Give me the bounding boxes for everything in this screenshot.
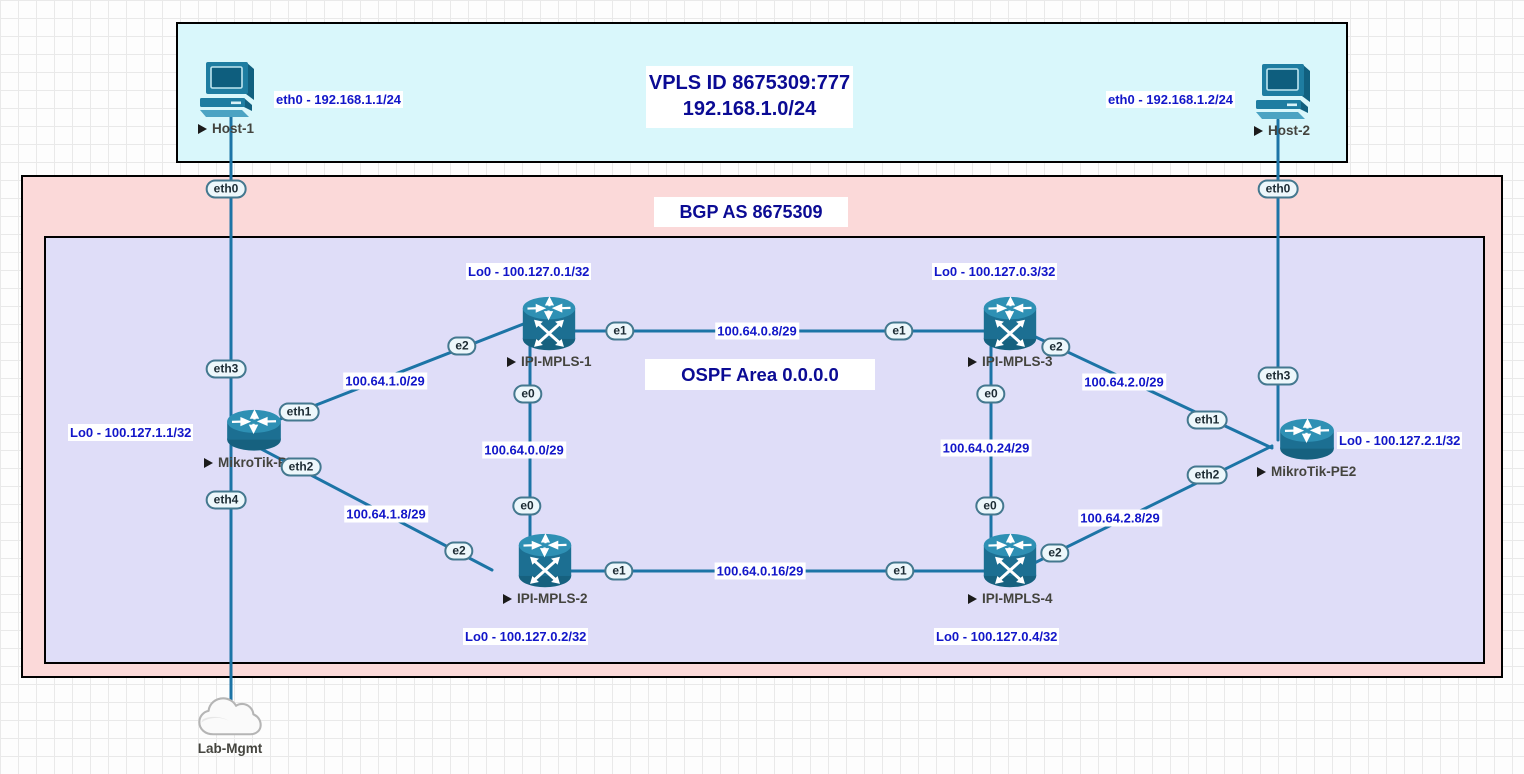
pill-pe2-eth2[interactable]: eth2	[1186, 465, 1228, 485]
label-switch-router-icon	[980, 295, 1040, 353]
node-marker-icon	[968, 356, 977, 367]
pill-mpls3-e0[interactable]: e0	[976, 384, 1006, 404]
node-host-1[interactable]: Host-1	[194, 60, 258, 136]
pill-mpls4-e0[interactable]: e0	[975, 496, 1005, 516]
pill-pe1-eth4[interactable]: eth4	[205, 490, 247, 510]
pill-pe2-eth3[interactable]: eth3	[1257, 366, 1299, 386]
node-marker-icon	[968, 593, 977, 604]
subnet-label-mpls4-pe2: 100.64.2.8/29	[1078, 509, 1162, 527]
bgp-as-title: BGP AS 8675309	[654, 197, 848, 227]
subnet-label-mpls1-mpls2: 100.64.0.0/29	[482, 441, 566, 459]
node-lab-mgmt-cloud[interactable]: Lab-Mgmt	[196, 694, 264, 756]
node-marker-icon	[204, 457, 213, 468]
pill-host1-eth0[interactable]: eth0	[205, 179, 247, 199]
node-label-host-2: Host-2	[1253, 123, 1310, 138]
pill-mpls2-e2[interactable]: e2	[444, 541, 474, 561]
node-marker-icon	[1257, 466, 1266, 477]
pill-mpls1-e0[interactable]: e0	[513, 384, 543, 404]
node-label-mpls1: IPI-MPLS-1	[507, 354, 592, 369]
subnet-label-mpls3-pe2: 100.64.2.0/29	[1082, 373, 1166, 391]
node-marker-icon	[507, 356, 516, 367]
pill-host2-eth0[interactable]: eth0	[1257, 179, 1299, 199]
pill-mpls3-e1[interactable]: e1	[884, 321, 914, 341]
node-ipi-mpls-4[interactable]: IPI-MPLS-4	[968, 532, 1053, 606]
vpls-id-text: VPLS ID 8675309:777	[648, 72, 851, 94]
node-mikrotik-pe2[interactable]: MikroTik-PE2	[1257, 417, 1356, 479]
node-label-lab-mgmt: Lab-Mgmt	[197, 741, 263, 756]
pill-mpls1-e2[interactable]: e2	[447, 336, 477, 356]
node-label-host-1: Host-1	[197, 121, 254, 136]
pe1-loopback-label: Lo0 - 100.127.1.1/32	[68, 424, 194, 441]
vpls-zone-title: VPLS ID 8675309:777 192.168.1.0/24	[646, 66, 853, 128]
vpls-subnet-text: 192.168.1.0/24	[682, 98, 817, 120]
host2-interface-label: eth0 - 192.168.1.2/24	[1106, 91, 1236, 108]
node-label-mpls4: IPI-MPLS-4	[968, 591, 1053, 606]
host1-interface-label: eth0 - 192.168.1.1/24	[274, 91, 404, 108]
subnet-label-mpls2-mpls4: 100.64.0.16/29	[714, 562, 806, 580]
cloud-icon	[196, 694, 264, 740]
pill-pe1-eth2[interactable]: eth2	[280, 457, 322, 477]
pill-mpls4-e2[interactable]: e2	[1040, 543, 1070, 563]
subnet-label-mpls1-mpls3: 100.64.0.8/29	[715, 322, 799, 340]
router-icon	[225, 408, 283, 454]
router-icon	[1278, 417, 1336, 463]
pill-pe1-eth3[interactable]: eth3	[205, 359, 247, 379]
pe2-loopback-label: Lo0 - 100.127.2.1/32	[1337, 432, 1463, 449]
mpls1-loopback-label: Lo0 - 100.127.0.1/32	[466, 263, 592, 280]
mpls3-loopback-label: Lo0 - 100.127.0.3/32	[932, 263, 1058, 280]
node-marker-icon	[1253, 125, 1263, 136]
pill-mpls2-e1[interactable]: e1	[604, 561, 634, 581]
pill-mpls4-e1[interactable]: e1	[885, 561, 915, 581]
label-switch-router-icon	[515, 532, 575, 590]
subnet-label-mpls3-mpls4: 100.64.0.24/29	[940, 439, 1032, 457]
mpls4-loopback-label: Lo0 - 100.127.0.4/32	[934, 628, 1060, 645]
ospf-area-zone-box	[44, 236, 1485, 664]
desktop-computer-icon	[194, 60, 258, 120]
node-host-2[interactable]: Host-2	[1250, 62, 1314, 138]
pill-pe1-eth1[interactable]: eth1	[278, 402, 320, 422]
pill-pe2-eth1[interactable]: eth1	[1186, 410, 1228, 430]
node-label-mpls2: IPI-MPLS-2	[503, 591, 588, 606]
pill-mpls2-e0[interactable]: e0	[512, 496, 542, 516]
desktop-computer-icon	[1250, 62, 1314, 122]
pill-mpls3-e2[interactable]: e2	[1041, 337, 1071, 357]
mpls2-loopback-label: Lo0 - 100.127.0.2/32	[463, 628, 589, 645]
node-marker-icon	[197, 123, 207, 134]
pill-mpls1-e1[interactable]: e1	[605, 321, 635, 341]
node-label-mpls3: IPI-MPLS-3	[968, 354, 1053, 369]
node-label-pe2: MikroTik-PE2	[1257, 464, 1356, 479]
node-ipi-mpls-1[interactable]: IPI-MPLS-1	[507, 295, 592, 369]
node-ipi-mpls-2[interactable]: IPI-MPLS-2	[503, 532, 588, 606]
subnet-label-pe1-mpls1: 100.64.1.0/29	[343, 372, 427, 390]
ospf-area-title: OSPF Area 0.0.0.0	[645, 359, 875, 390]
label-switch-router-icon	[519, 295, 579, 353]
subnet-label-pe1-mpls2: 100.64.1.8/29	[344, 505, 428, 523]
node-ipi-mpls-3[interactable]: IPI-MPLS-3	[968, 295, 1053, 369]
node-marker-icon	[503, 593, 512, 604]
label-switch-router-icon	[980, 532, 1040, 590]
